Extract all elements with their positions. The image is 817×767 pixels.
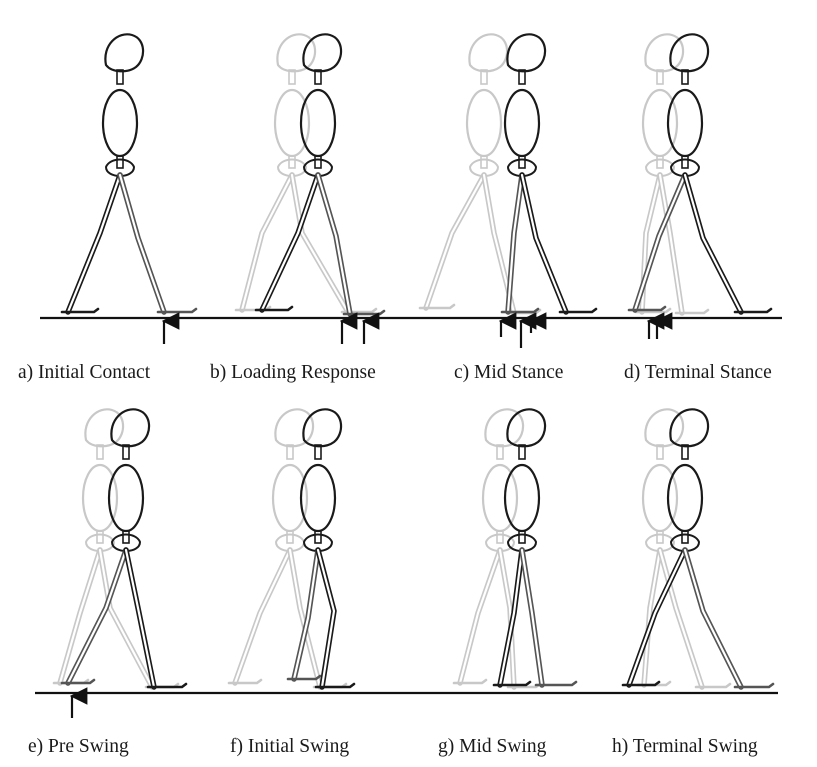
walking-figure-g-leg-core-1 [522, 550, 542, 685]
walking-figure-h-spine [682, 531, 688, 543]
walking-figure-f-spine [315, 531, 321, 543]
walking-figure-e [62, 409, 186, 687]
caption-pre-swing: e) Pre Swing [28, 736, 129, 757]
walking-figure-a-spine [117, 156, 123, 168]
caption-loading-response: b) Loading Response [210, 362, 376, 383]
ghost-figure-g-head [485, 409, 523, 446]
caption-mid-stance: c) Mid Stance [454, 362, 563, 383]
walking-figure-h [623, 409, 773, 687]
ghost-figure-g-torso [483, 465, 517, 531]
panel-f [229, 409, 354, 687]
ghost-figure-f-spine [287, 531, 293, 543]
ghost-figure-e-spine [97, 531, 103, 543]
walking-figure-e-spine [123, 531, 129, 543]
ghost-figure-b-head [277, 34, 315, 71]
walking-figure-c-head [507, 34, 545, 71]
ghost-figure-b-spine [289, 156, 295, 168]
caption-mid-swing: g) Mid Swing [438, 736, 547, 757]
walking-figure-e-torso [109, 465, 143, 531]
caption-initial-swing: f) Initial Swing [230, 736, 349, 757]
walking-figure-b-torso [301, 90, 335, 156]
panel-a [62, 34, 196, 312]
ghost-figure-g-leg-core-0 [460, 550, 500, 683]
ghost-figure-b-torso [275, 90, 309, 156]
walking-figure-a-head [105, 34, 143, 71]
ghost-figure-e-leg-core-1 [100, 550, 152, 687]
caption-terminal-swing: h) Terminal Swing [612, 736, 758, 757]
walking-figure-c-torso [505, 90, 539, 156]
walking-figure-f [288, 409, 354, 687]
ghost-figure-f-head [275, 409, 313, 446]
ghost-figure-c-torso [467, 90, 501, 156]
walking-figure-g-torso [505, 465, 539, 531]
walking-figure-h-torso [668, 465, 702, 531]
caption-terminal-stance: d) Terminal Stance [624, 362, 772, 383]
walking-figure-d-spine [682, 156, 688, 168]
panel-e [54, 409, 186, 687]
ghost-figure-g-spine [497, 531, 503, 543]
walking-figure-d-torso [668, 90, 702, 156]
walking-figure-b-spine [315, 156, 321, 168]
ghost-figure-b-leg-0 [242, 175, 292, 310]
panel-h [623, 409, 773, 687]
walking-figure-g [494, 409, 576, 685]
panel-c [420, 34, 596, 313]
ghost-figure-e-head [85, 409, 123, 446]
caption-initial-contact: a) Initial Contact [18, 362, 151, 383]
walking-figure-c [502, 34, 596, 312]
ghost-figure-h-spine [657, 531, 663, 543]
ghost-figure-g [454, 409, 540, 687]
walking-figures [54, 34, 773, 687]
walking-figure-c-leg-1 [522, 175, 566, 312]
ghost-figure-e-torso [83, 465, 117, 531]
ghost-figure-c-head [469, 34, 507, 71]
panel-d [629, 34, 771, 313]
walking-figure-b [256, 34, 384, 314]
ghost-figure-c-leg-0 [426, 175, 484, 308]
ghost-figure-e-leg-1 [100, 550, 152, 687]
walking-figure-a [62, 34, 196, 312]
walking-figure-g-spine [519, 531, 525, 543]
ghost-figure-d-spine [657, 156, 663, 168]
panel-b [236, 34, 384, 314]
ghost-figure-c-spine [481, 156, 487, 168]
walking-figure-g-head [507, 409, 545, 446]
panel-g [454, 409, 576, 687]
walking-figure-d-leg-1 [685, 175, 741, 312]
walking-figure-c-spine [519, 156, 525, 168]
walking-figure-a-torso [103, 90, 137, 156]
